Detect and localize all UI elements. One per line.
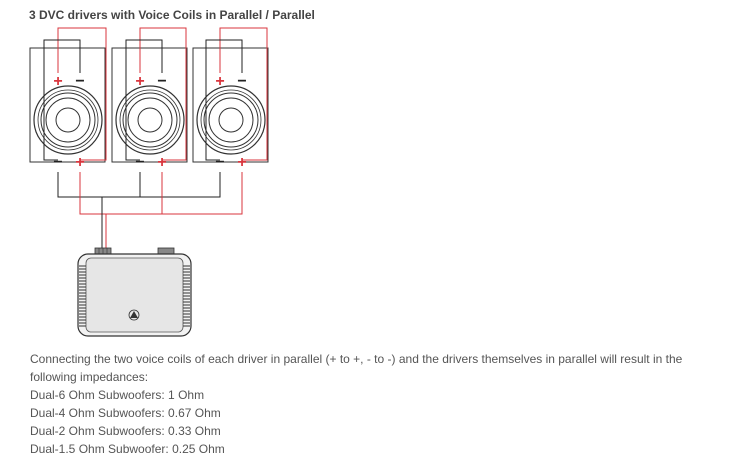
impedance-line-dual-2: Dual-2 Ohm Subwoofers: 0.33 Ohm: [30, 424, 221, 438]
jl-audio-triangle-logo-icon: [128, 309, 140, 321]
heatsink-fins-left: [79, 265, 86, 327]
wiring-diagram: + − − + + − − + + − − +: [29, 27, 269, 337]
subwoofer-cone-icon: [115, 85, 185, 155]
driver-3: + − − +: [192, 47, 269, 171]
amplifier: [77, 247, 192, 337]
terminal-plus-top: +: [215, 73, 224, 90]
driver-1: + − − +: [29, 47, 106, 171]
description-paragraph: Connecting the two voice coils of each d…: [30, 352, 683, 384]
jumper-positive: [139, 27, 187, 161]
impedance-line-dual-1-5: Dual-1.5 Ohm Subwoofer: 0.25 Ohm: [30, 442, 225, 456]
terminal-minus-top: −: [237, 73, 246, 90]
jumper-positive: [57, 27, 107, 161]
subwoofer-cone-icon: [196, 85, 266, 155]
terminal-plus-top: +: [135, 73, 144, 90]
subwoofer-cone-icon: [33, 85, 103, 155]
terminal-minus-bottom: −: [135, 154, 144, 171]
terminal-minus-bottom: −: [53, 154, 62, 171]
coil-jumpers: [43, 27, 268, 161]
impedance-line-dual-6: Dual-6 Ohm Subwoofers: 1 Ohm: [30, 388, 205, 402]
jumper-negative: [125, 39, 163, 161]
terminal-plus-bottom: +: [157, 154, 166, 171]
jumper-negative: [43, 39, 81, 161]
terminal-plus-bottom: +: [75, 154, 84, 171]
positive-bus: [79, 172, 243, 215]
parallel-bus: [57, 172, 243, 250]
impedance-description: Connecting the two voice coils of each d…: [30, 350, 730, 458]
negative-bus: [57, 172, 221, 198]
terminal-minus-bottom: −: [215, 154, 224, 171]
driver-2: + − − +: [111, 47, 188, 171]
jumper-negative: [205, 39, 243, 161]
terminal-plus-top: +: [53, 73, 62, 90]
heatsink-fins-right: [183, 265, 190, 327]
jumper-positive: [219, 27, 268, 161]
terminal-plus-bottom: +: [237, 154, 246, 171]
terminal-minus-top: −: [157, 73, 166, 90]
terminal-minus-top: −: [75, 73, 84, 90]
impedance-line-dual-4: Dual-4 Ohm Subwoofers: 0.67 Ohm: [30, 406, 221, 420]
diagram-title: 3 DVC drivers with Voice Coils in Parall…: [29, 8, 315, 22]
